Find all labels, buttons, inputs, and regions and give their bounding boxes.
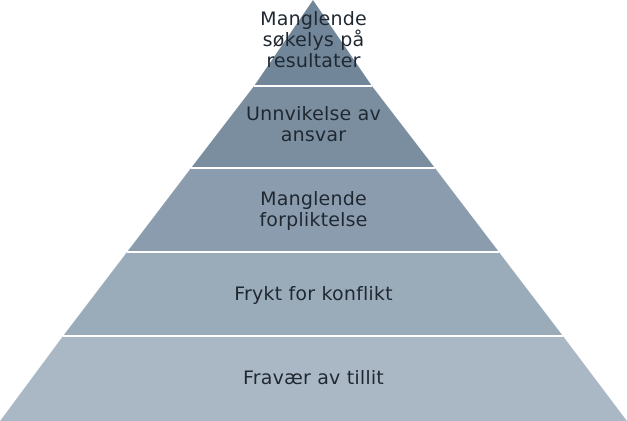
- pyramid-tier-1: [254, 0, 372, 86]
- pyramid-tier-3-label: Manglende forpliktelse: [259, 188, 368, 231]
- pyramid-tier-4-label: Frykt for konflikt: [234, 283, 393, 305]
- pyramid-tier-3: [127, 168, 499, 252]
- pyramid-tier-5-label: Fravær av tillit: [243, 367, 384, 389]
- pyramid-tier-5: [0, 336, 627, 421]
- pyramid-tier-2: [191, 86, 435, 168]
- pyramid-tier-2-label: Unnvikelse av ansvar: [246, 103, 381, 146]
- pyramid-tier-1-label: Manglende søkelys på resultater: [260, 8, 367, 72]
- pyramid-tier-4: [63, 252, 563, 336]
